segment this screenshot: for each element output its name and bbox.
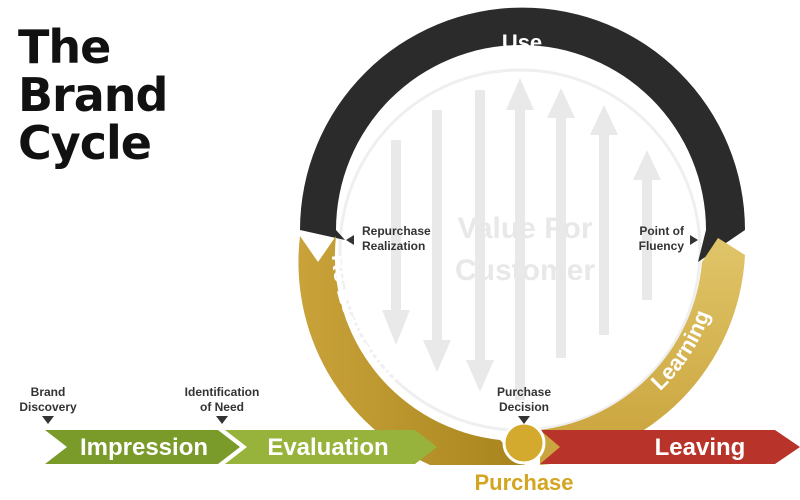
leaving-chevron (540, 430, 800, 464)
leaving-label: Leaving (655, 434, 746, 461)
purchase-decision-line1: Purchase (497, 385, 551, 399)
purchase-point (502, 421, 546, 465)
use-label: Use (502, 30, 542, 55)
point-of-fluency-line2: Fluency (639, 239, 685, 253)
brand-discovery-line2: Discovery (19, 400, 77, 414)
evaluation-label: Evaluation (267, 434, 388, 461)
brand-discovery-marker-icon (42, 416, 54, 424)
impression-chevron (45, 430, 240, 464)
title-brand: Brand (18, 68, 168, 122)
point-of-fluency-line1: Point of (639, 224, 685, 238)
title-cycle: Cycle (18, 116, 152, 170)
impression-label: Impression (80, 434, 208, 461)
point-of-fluency-marker-icon (690, 235, 698, 245)
purchase-decision-line2: Decision (499, 400, 549, 414)
use-arc (300, 7, 745, 262)
purchase-label: Purchase (474, 470, 573, 495)
identification-of-need-marker-icon (216, 416, 228, 424)
value-for-customer-line1: Value For (457, 212, 592, 245)
evaluation-chevron (225, 430, 437, 464)
brand-discovery-line1: Brand (31, 385, 66, 399)
repurchase-realization-marker-icon (346, 235, 354, 245)
value-arrows-down (382, 90, 494, 392)
repurchase-realization-line1: Repurchase (362, 224, 431, 238)
purchase-decision-marker-icon (518, 416, 530, 424)
identification-of-need-line1: Identification (185, 385, 260, 399)
re-evaluation-arc (298, 236, 525, 465)
identification-of-need-line2: of Need (200, 400, 244, 414)
repurchase-realization-line2: Realization (362, 239, 425, 253)
title-the: The (18, 20, 111, 74)
value-for-customer-line2: Customer (455, 254, 595, 287)
value-arrows-up (506, 78, 661, 400)
